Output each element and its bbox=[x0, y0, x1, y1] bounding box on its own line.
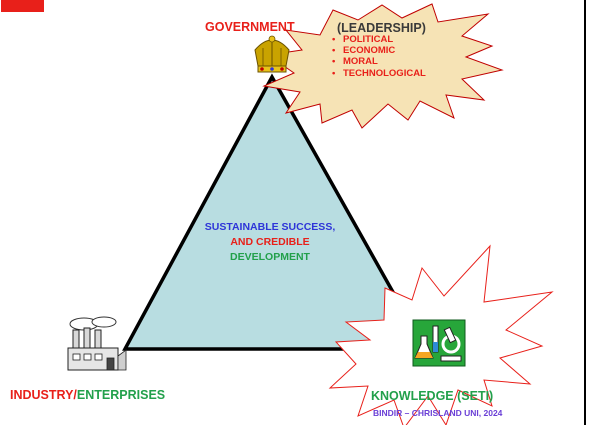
center-statement: SUSTAINABLE SUCCESS, AND CREDIBLE DEVELO… bbox=[180, 220, 360, 265]
government-label: GOVERNMENT bbox=[205, 20, 295, 34]
credit-line: BINDIR – CHRISLAND UNI, 2024 bbox=[373, 408, 503, 418]
factory-icon bbox=[67, 316, 127, 371]
leadership-list: POLITICAL ECONOMIC MORAL TECHNOLOGICAL bbox=[332, 34, 426, 79]
slide-right-border bbox=[584, 0, 586, 425]
leadership-item: ECONOMIC bbox=[332, 45, 426, 56]
leadership-title: (LEADERSHIP) bbox=[337, 21, 426, 35]
leadership-item: POLITICAL bbox=[332, 34, 426, 45]
center-line-1: SUSTAINABLE SUCCESS, bbox=[204, 221, 336, 233]
industry-label-part2: ENTERPRISES bbox=[76, 388, 166, 402]
leadership-item: TECHNOLOGICAL bbox=[332, 68, 426, 79]
industry-label-part1: INDUSTRY/ bbox=[10, 388, 77, 402]
industry-label: INDUSTRY/ENTERPRISES bbox=[10, 388, 165, 402]
center-line-3: DEVELOPMENT bbox=[230, 251, 310, 263]
leadership-item: MORAL bbox=[332, 56, 426, 67]
knowledge-label: KNOWLEDGE (SETI) bbox=[371, 389, 494, 403]
center-line-2: AND CREDIBLE bbox=[230, 236, 310, 248]
crown-icon bbox=[254, 35, 290, 73]
triangle-shape bbox=[122, 73, 428, 351]
lab-microscope-icon bbox=[412, 319, 466, 367]
red-tab-marker bbox=[1, 0, 44, 12]
